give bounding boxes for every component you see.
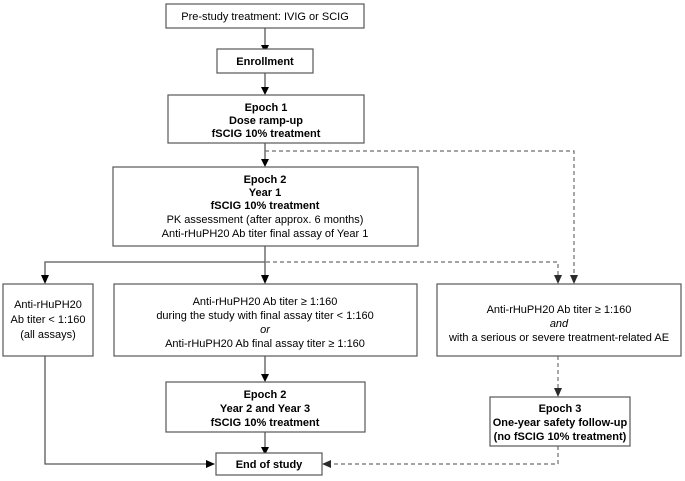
node-titer-with-serious-ae[interactable]: Anti-rHuPH20 Ab titer ≥ 1:160 and with a…	[436, 283, 682, 357]
titer-below-threshold-line-0: Anti-rHuPH20	[14, 299, 82, 311]
node-epoch-1[interactable]: Epoch 1 Dose ramp-up fSCIG 10% treatment	[167, 94, 365, 144]
epoch-2-year-2-and-3-line-2: fSCIG 10% treatment	[211, 417, 320, 429]
enrollment-line-0: Enrollment	[236, 56, 294, 68]
epoch-2-year-1-line-1: Year 1	[249, 187, 281, 199]
titer-at-or-above-threshold-line-2: or	[260, 324, 271, 336]
epoch-1-line-1: Dose ramp-up	[229, 115, 303, 127]
titer-with-serious-ae-box[interactable]	[436, 283, 682, 357]
titer-below-threshold-line-2: (all assays)	[20, 329, 76, 341]
titer-with-serious-ae-line-1: and	[550, 318, 569, 330]
edge-epoch3-to-end-of-study	[322, 446, 559, 468]
epoch-2-year-2-and-3-line-1: Year 2 and Year 3	[220, 403, 310, 415]
titer-below-threshold-line-1: Ab titer < 1:160	[11, 314, 86, 326]
node-epoch-3[interactable]: Epoch 3 One-year safety follow-up (no fS…	[489, 396, 631, 447]
titer-at-or-above-threshold-line-1: during the study with final assay titer …	[156, 310, 373, 322]
epoch-3-box[interactable]	[489, 396, 631, 447]
epoch-2-year-1-box[interactable]	[112, 166, 419, 247]
edge-enrollment-to-epoch1	[261, 73, 269, 95]
epoch-3-line-2: (no fSCIG 10% treatment)	[494, 431, 627, 443]
edge-epoch1-to-epoch2year1	[261, 143, 269, 167]
edge-epoch2year1-to-branch-right	[266, 261, 562, 284]
node-epoch-2-year-2-and-3[interactable]: Epoch 2 Year 2 and Year 3 fSCIG 10% trea…	[165, 381, 366, 433]
epoch-2-year-2-and-3-line-0: Epoch 2	[244, 389, 287, 401]
titer-below-threshold-box[interactable]	[2, 283, 94, 357]
node-end-of-study[interactable]: End of study	[215, 452, 323, 476]
epoch-2-year-1-line-4: Anti-rHuPH20 Ab titer final assay of Yea…	[162, 228, 369, 240]
edge-branch-right-to-epoch3	[554, 356, 562, 397]
node-enrollment[interactable]: Enrollment	[216, 48, 314, 74]
edge-epoch1-to-branch-right	[265, 150, 578, 284]
epoch-2-year-1-line-0: Epoch 2	[244, 174, 287, 186]
epoch-3-line-0: Epoch 3	[539, 403, 582, 415]
edge-epoch2year23-to-end-of-study	[261, 432, 269, 455]
epoch-2-year-1-line-3: PK assessment (after approx. 6 months)	[167, 214, 364, 226]
epoch-2-year-1-line-2: fSCIG 10% treatment	[211, 200, 320, 212]
edge-epoch2year1-branch-bus	[41, 246, 269, 284]
titer-at-or-above-threshold-line-3: Anti-rHuPH20 Ab final assay titer ≥ 1:16…	[165, 338, 365, 350]
node-pre-study-treatment[interactable]: Pre-study treatment: IVIG or SCIG	[165, 3, 365, 29]
node-epoch-2-year-1[interactable]: Epoch 2 Year 1 fSCIG 10% treatment PK as…	[112, 166, 419, 247]
epoch-2-year-2-and-3-box[interactable]	[165, 381, 366, 433]
epoch-3-line-1: One-year safety follow-up	[493, 417, 628, 429]
epoch-1-line-0: Epoch 1	[245, 102, 288, 114]
titer-with-serious-ae-line-2: with a serious or severe treatment-relat…	[448, 332, 669, 344]
titer-at-or-above-threshold-line-0: Anti-rHuPH20 Ab titer ≥ 1:160	[193, 296, 338, 308]
pre-study-treatment-box[interactable]	[165, 3, 365, 29]
node-titer-at-or-above-threshold[interactable]: Anti-rHuPH20 Ab titer ≥ 1:160 during the…	[113, 283, 418, 357]
titer-with-serious-ae-line-0: Anti-rHuPH20 Ab titer ≥ 1:160	[487, 304, 632, 316]
end-of-study-line-0: End of study	[236, 459, 303, 471]
edge-branch-middle-to-epoch2year23	[261, 356, 269, 382]
epoch-1-line-2: fSCIG 10% treatment	[212, 128, 321, 140]
edge-branch-left-to-end-of-study	[44, 356, 215, 468]
enrollment-box[interactable]	[216, 48, 314, 74]
titer-at-or-above-threshold-box[interactable]	[113, 283, 418, 357]
epoch-1-box[interactable]	[167, 94, 365, 144]
end-of-study-box[interactable]	[215, 452, 323, 476]
node-titer-below-threshold[interactable]: Anti-rHuPH20 Ab titer < 1:160 (all assay…	[2, 283, 94, 357]
pre-study-treatment-line-0: Pre-study treatment: IVIG or SCIG	[181, 11, 349, 23]
